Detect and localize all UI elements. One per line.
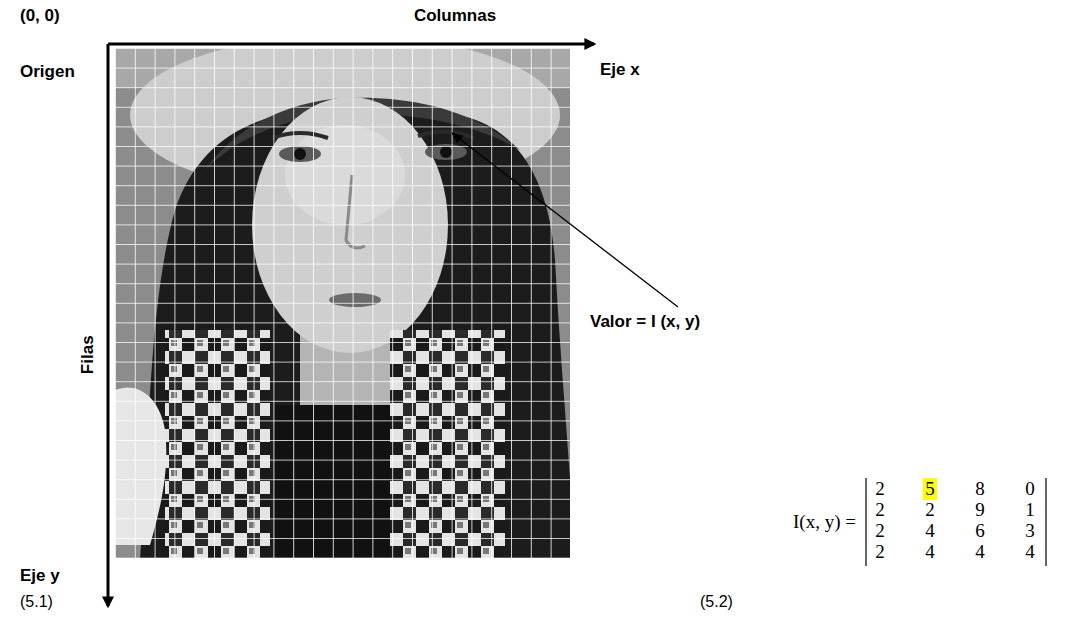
matrix-cell: 8 — [975, 478, 985, 500]
y-axis — [107, 44, 110, 606]
matrix-cell: 2 — [925, 499, 935, 521]
figure-number: (5.1) — [20, 593, 53, 611]
matrix-cell: 4 — [1025, 541, 1035, 563]
leader-line — [452, 133, 678, 307]
matrix-cell: 6 — [975, 520, 985, 542]
matrix-cell: 1 — [1025, 499, 1035, 521]
axis-title: Columnas — [414, 6, 496, 26]
axis-label: Eje x — [600, 60, 640, 80]
matrix-cell: 3 — [1025, 520, 1035, 542]
portrait-photo — [115, 48, 570, 558]
matrix-cell: 9 — [975, 499, 985, 521]
photo-background — [115, 48, 570, 558]
axis-title: Filas — [77, 336, 97, 375]
matrix-cell: 2 — [875, 541, 885, 563]
figure-number: (5.2) — [700, 593, 733, 611]
x-axis — [108, 43, 594, 46]
origin-coordinate: (0, 0) — [20, 6, 60, 26]
matrix-cell: 4 — [925, 520, 935, 542]
value-callout: Valor = I (x, y) — [590, 312, 700, 332]
origin-label: Origen — [20, 62, 75, 82]
matrix-cell: 2 — [875, 499, 885, 521]
axis-label: Eje y — [20, 566, 60, 586]
matrix-cell: 4 — [925, 541, 935, 563]
matrix-cell: 5 — [923, 478, 937, 500]
matrix-cell: 4 — [975, 541, 985, 563]
matrix-name: I(x, y) = — [793, 511, 856, 533]
matrix-bar — [1045, 478, 1046, 566]
matrix-cell: 2 — [875, 520, 885, 542]
pixel-grid — [115, 48, 570, 558]
matrix-cell: 2 — [875, 478, 885, 500]
matrix-cell: 0 — [1025, 478, 1035, 500]
matrix-bar — [865, 478, 866, 566]
